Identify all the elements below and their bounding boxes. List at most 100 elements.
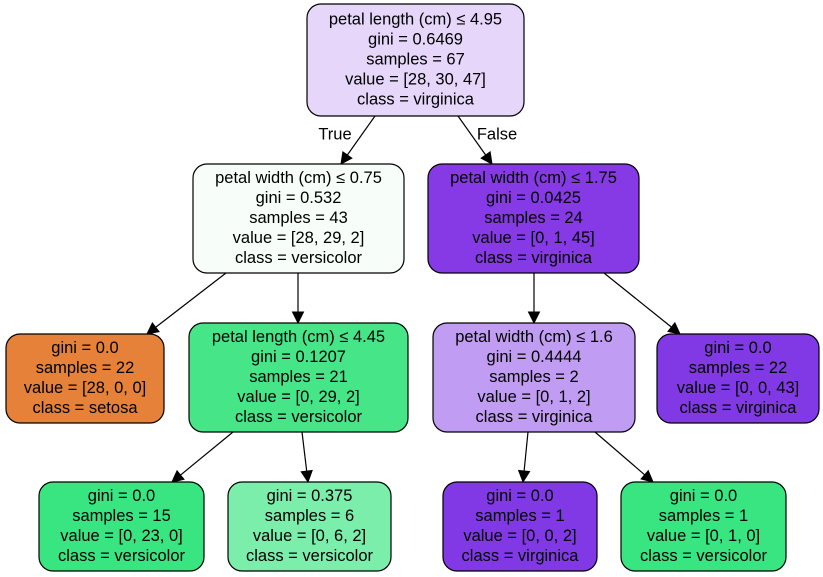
node-box bbox=[432, 322, 636, 433]
node-text-line: petal width (cm) ≤ 0.75 bbox=[215, 169, 382, 187]
edge-left-ll bbox=[146, 272, 227, 335]
node-box bbox=[306, 3, 525, 117]
node-text-line: samples = 15 bbox=[72, 507, 171, 525]
edge-line bbox=[180, 431, 234, 476]
node-text-line: gini = 0.0 bbox=[486, 487, 553, 505]
arrowhead-icon bbox=[340, 150, 353, 165]
node-text-line: samples = 22 bbox=[689, 359, 788, 377]
arrowhead-icon bbox=[640, 469, 654, 483]
node-text-line: value = [0, 1, 0] bbox=[647, 527, 760, 545]
arrowhead-icon bbox=[527, 311, 541, 325]
node-box bbox=[188, 322, 409, 433]
node-box bbox=[620, 481, 787, 572]
node-text-line: petal width (cm) ≤ 1.6 bbox=[455, 328, 613, 346]
edge-line bbox=[155, 272, 227, 328]
edge-line bbox=[594, 431, 646, 476]
node-text-line: value = [0, 6, 2] bbox=[253, 527, 366, 545]
node-text-line: class = versicolor bbox=[235, 408, 363, 426]
node-text-line: value = [0, 23, 0] bbox=[60, 527, 182, 545]
node-text-line: class = virginica bbox=[475, 249, 593, 267]
arrowhead-icon bbox=[667, 321, 681, 335]
node-box bbox=[427, 163, 640, 274]
arrowhead-icon bbox=[171, 469, 185, 483]
edge-root-left: True bbox=[318, 115, 376, 165]
node-box bbox=[442, 481, 598, 572]
tree-node-rl: petal width (cm) ≤ 1.6 gini = 0.4444 sampl… bbox=[432, 322, 636, 433]
tree-node-lrl: gini = 0.0 samples = 15 value = [0, 23, 0]… bbox=[38, 481, 205, 572]
node-text-line: samples = 43 bbox=[249, 209, 348, 227]
node-text-line: value = [0, 0, 43] bbox=[677, 379, 799, 397]
node-text-line: samples = 24 bbox=[484, 209, 583, 227]
nodes-layer: petal length (cm) ≤ 4.95 gini = 0.6469 sam… bbox=[5, 3, 820, 572]
node-text-line: class = virginica bbox=[357, 90, 475, 108]
node-text-line: samples = 6 bbox=[265, 507, 354, 525]
arrowhead-icon bbox=[517, 469, 531, 484]
edge-rl-rll bbox=[517, 431, 531, 484]
node-text-line: value = [28, 30, 47] bbox=[345, 70, 486, 88]
arrowhead-icon bbox=[146, 321, 160, 335]
node-text-line: class = versicolor bbox=[246, 547, 374, 565]
node-text-line: samples = 67 bbox=[366, 50, 465, 68]
node-box bbox=[656, 333, 820, 424]
tree-node-ll: gini = 0.0 samples = 22 value = [28, 0, 0]… bbox=[5, 333, 165, 424]
node-text-line: petal length (cm) ≤ 4.95 bbox=[329, 10, 502, 28]
node-text-line: class = setosa bbox=[32, 399, 138, 417]
edge-label-true: True bbox=[318, 125, 351, 143]
edge-right-rr bbox=[603, 272, 681, 335]
edge-lr-lrl bbox=[171, 431, 234, 483]
node-box bbox=[5, 333, 165, 424]
node-text-line: gini = 0.0425 bbox=[486, 189, 581, 207]
tree-node-root: petal length (cm) ≤ 4.95 gini = 0.6469 sam… bbox=[306, 3, 525, 117]
edge-line bbox=[523, 431, 529, 472]
node-text-line: value = [0, 29, 2] bbox=[237, 388, 359, 406]
edge-label-false: False bbox=[477, 125, 517, 143]
edge-left-lr bbox=[291, 273, 305, 325]
node-text-line: samples = 2 bbox=[489, 368, 578, 386]
node-text-line: value = [0, 1, 45] bbox=[472, 229, 594, 247]
tree-node-rr: gini = 0.0 samples = 22 value = [0, 0, 43]… bbox=[656, 333, 820, 424]
node-text-line: petal length (cm) ≤ 4.45 bbox=[212, 328, 385, 346]
edge-rl-rlr bbox=[594, 431, 654, 483]
node-text-line: value = [0, 1, 2] bbox=[477, 388, 590, 406]
node-text-line: gini = 0.1207 bbox=[251, 348, 346, 366]
node-text-line: gini = 0.6469 bbox=[368, 30, 463, 48]
edge-lr-lrr bbox=[300, 431, 313, 484]
node-text-line: value = [0, 0, 2] bbox=[463, 527, 576, 545]
node-text-line: petal width (cm) ≤ 1.75 bbox=[450, 169, 617, 187]
node-text-line: class = virginica bbox=[476, 408, 594, 426]
node-text-line: class = versicolor bbox=[640, 547, 768, 565]
node-text-line: class = versicolor bbox=[58, 547, 186, 565]
tree-node-lr: petal length (cm) ≤ 4.45 gini = 0.1207 sam… bbox=[188, 322, 409, 433]
edge-line bbox=[457, 115, 487, 156]
node-text-line: gini = 0.375 bbox=[267, 487, 353, 505]
node-text-line: samples = 22 bbox=[36, 359, 135, 377]
node-box bbox=[192, 163, 405, 274]
node-text-line: gini = 0.0 bbox=[88, 487, 155, 505]
edges-layer: True False bbox=[146, 115, 681, 484]
tree-node-rlr: gini = 0.0 samples = 1 value = [0, 1, 0] cl… bbox=[620, 481, 787, 572]
node-box bbox=[227, 481, 392, 572]
node-box bbox=[38, 481, 205, 572]
node-text-line: gini = 0.0 bbox=[704, 339, 771, 357]
tree-node-left: petal width (cm) ≤ 0.75 gini = 0.532 sampl… bbox=[192, 163, 405, 274]
edge-root-right: False bbox=[457, 115, 517, 165]
node-text-line: samples = 1 bbox=[475, 507, 564, 525]
arrowhead-icon bbox=[300, 469, 313, 484]
arrowhead-icon bbox=[291, 311, 305, 325]
node-text-line: gini = 0.532 bbox=[256, 189, 342, 207]
edge-line bbox=[603, 272, 672, 328]
edge-line bbox=[301, 431, 308, 472]
node-text-line: gini = 0.0 bbox=[51, 339, 118, 357]
tree-node-lrr: gini = 0.375 samples = 6 value = [0, 6, 2]… bbox=[227, 481, 392, 572]
edge-right-rl bbox=[527, 273, 541, 325]
node-text-line: samples = 1 bbox=[659, 507, 748, 525]
node-text-line: gini = 0.4444 bbox=[487, 348, 582, 366]
edge-line bbox=[346, 115, 376, 156]
node-text-line: value = [28, 0, 0] bbox=[24, 379, 146, 397]
node-text-line: samples = 21 bbox=[249, 368, 348, 386]
node-text-line: gini = 0.0 bbox=[670, 487, 737, 505]
node-text-line: class = virginica bbox=[680, 399, 798, 417]
arrowhead-icon bbox=[480, 150, 493, 165]
